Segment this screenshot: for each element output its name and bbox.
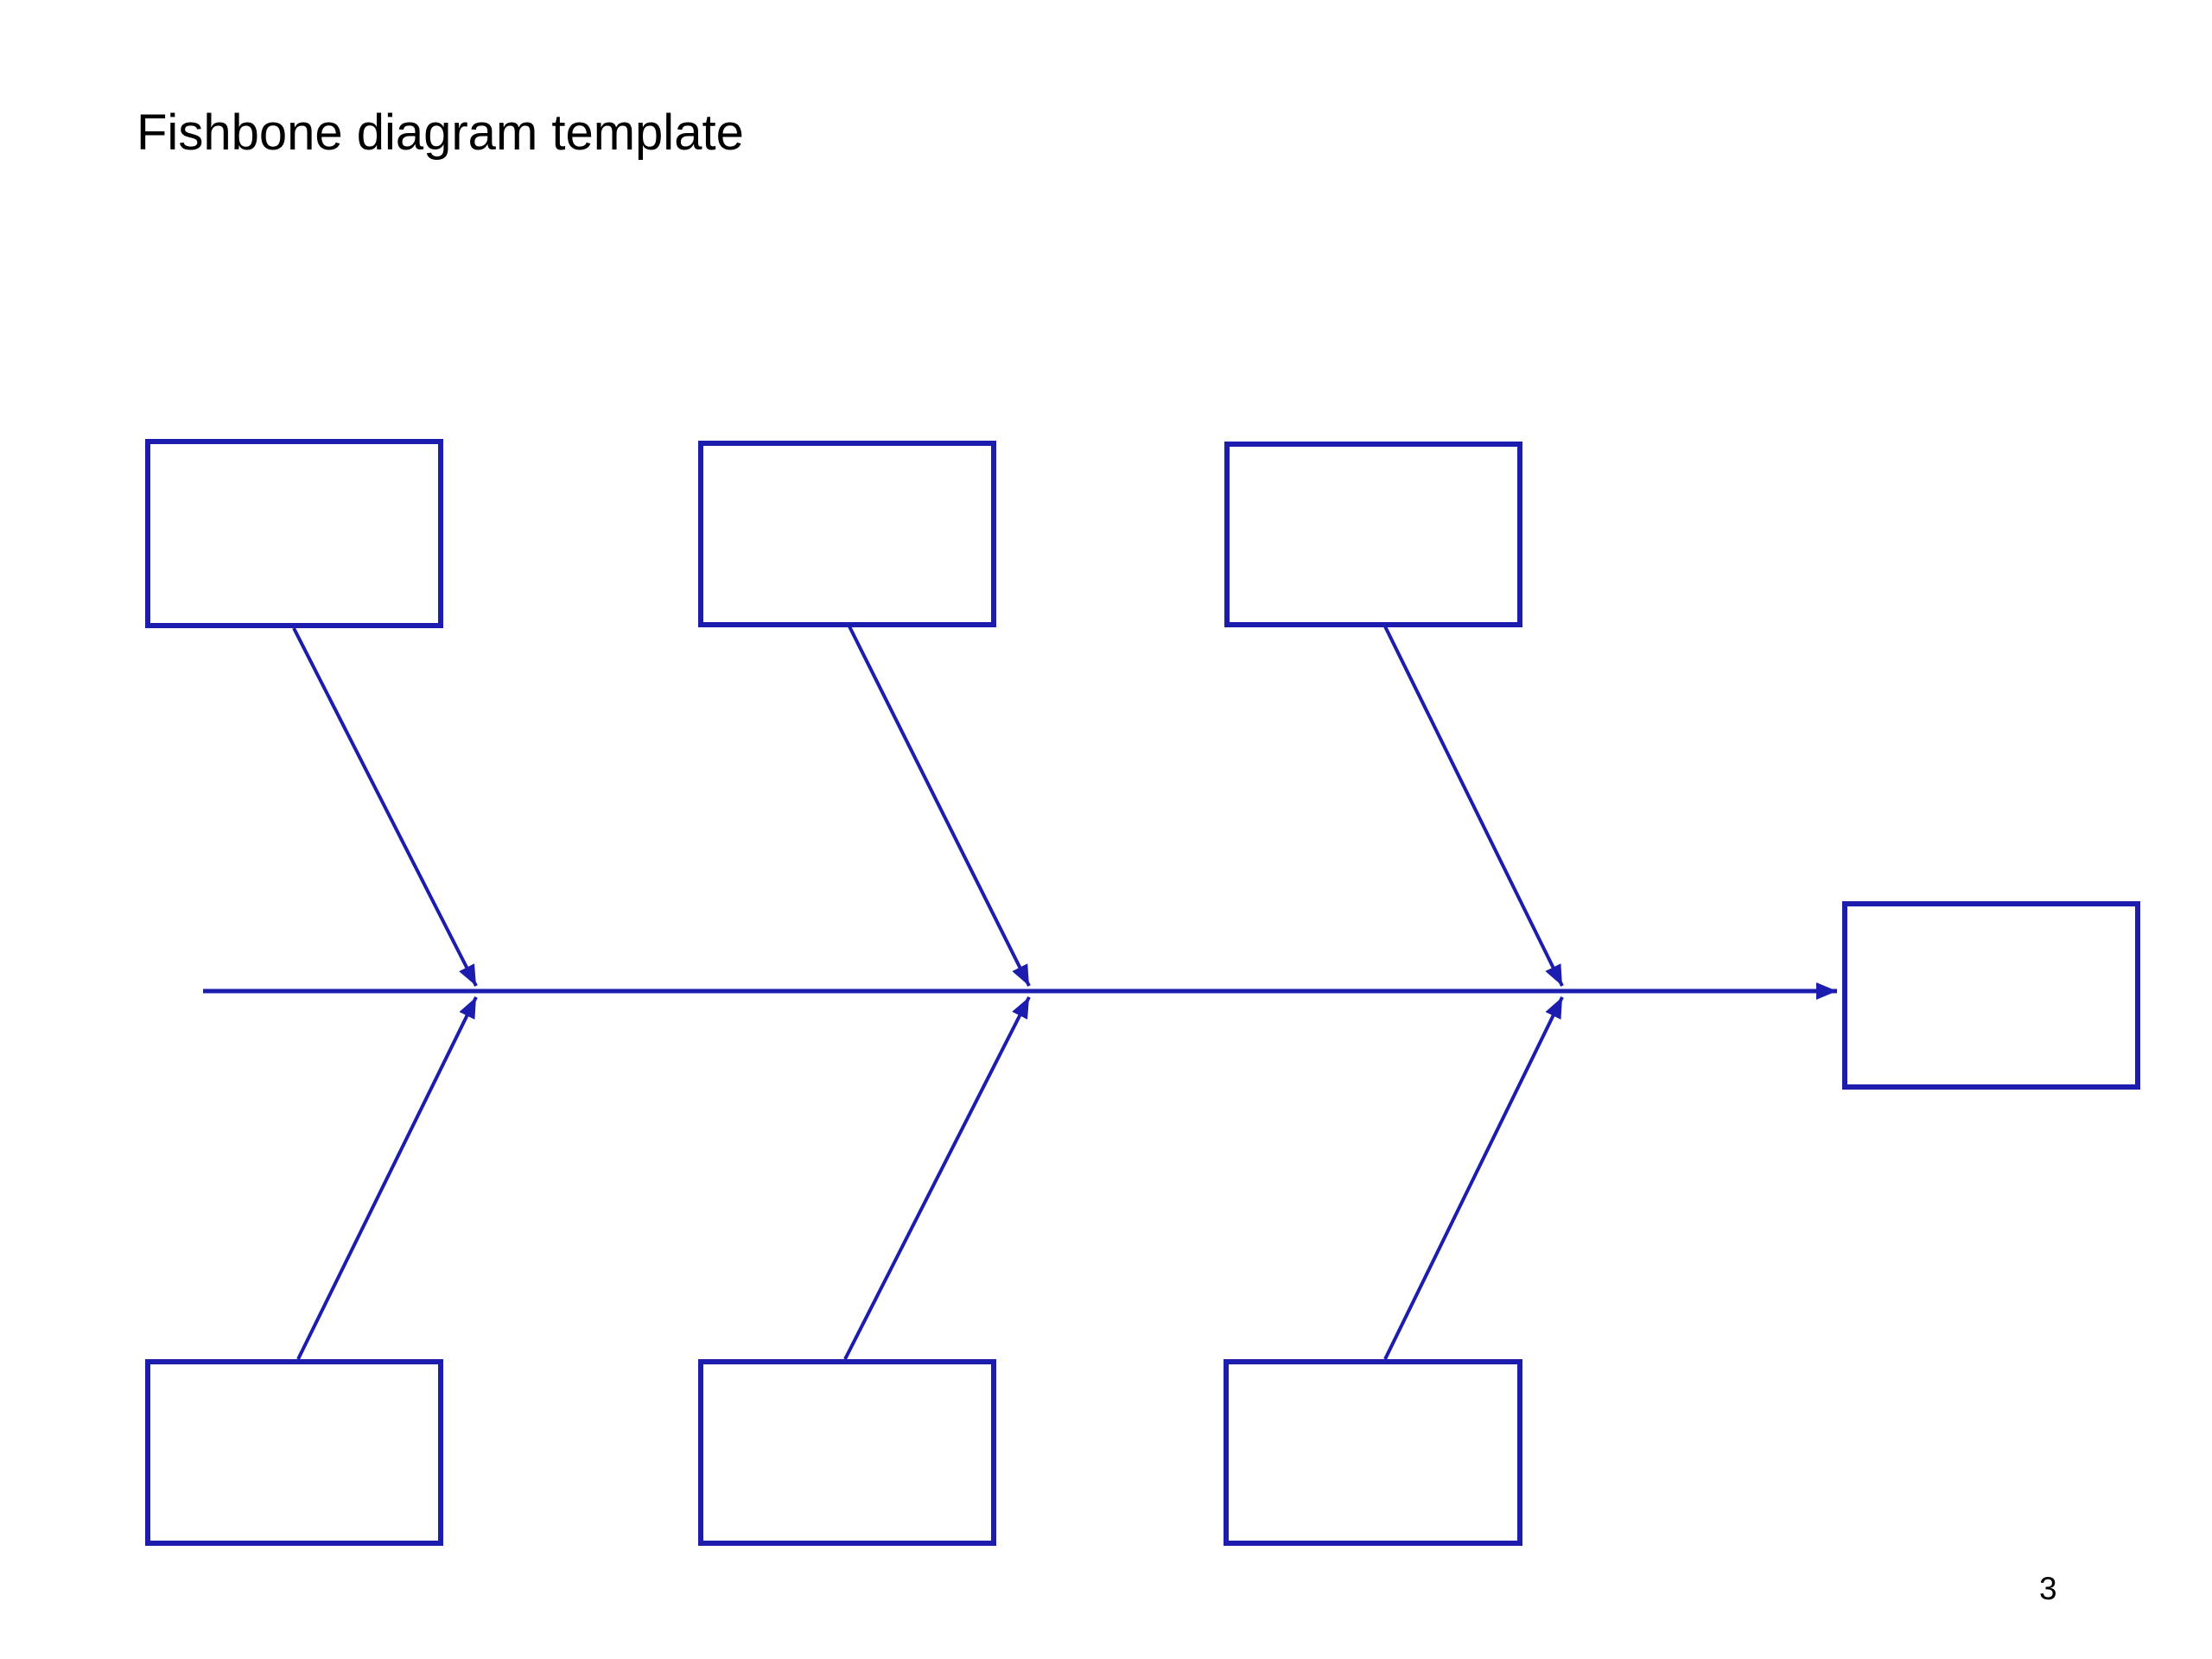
bone-bottom-3 bbox=[1383, 996, 1564, 1360]
cause-box-bottom-2[interactable] bbox=[698, 1359, 996, 1546]
effect-box[interactable] bbox=[1842, 901, 2140, 1090]
page-number: 3 bbox=[2039, 1571, 2057, 1606]
cause-box-top-2[interactable] bbox=[698, 441, 996, 627]
cause-box-bottom-3[interactable] bbox=[1224, 1359, 1522, 1546]
bone-top-3 bbox=[1383, 626, 1564, 987]
cause-box-top-1[interactable] bbox=[145, 439, 443, 628]
cause-box-top-3[interactable] bbox=[1224, 442, 1522, 627]
cause-box-bottom-1[interactable] bbox=[145, 1359, 443, 1546]
bone-bottom-1 bbox=[296, 996, 478, 1360]
bone-top-2 bbox=[848, 626, 1031, 987]
bone-bottom-2 bbox=[843, 996, 1031, 1360]
bone-top-1 bbox=[292, 627, 478, 987]
page-title: Fishbone diagram template bbox=[137, 105, 744, 161]
